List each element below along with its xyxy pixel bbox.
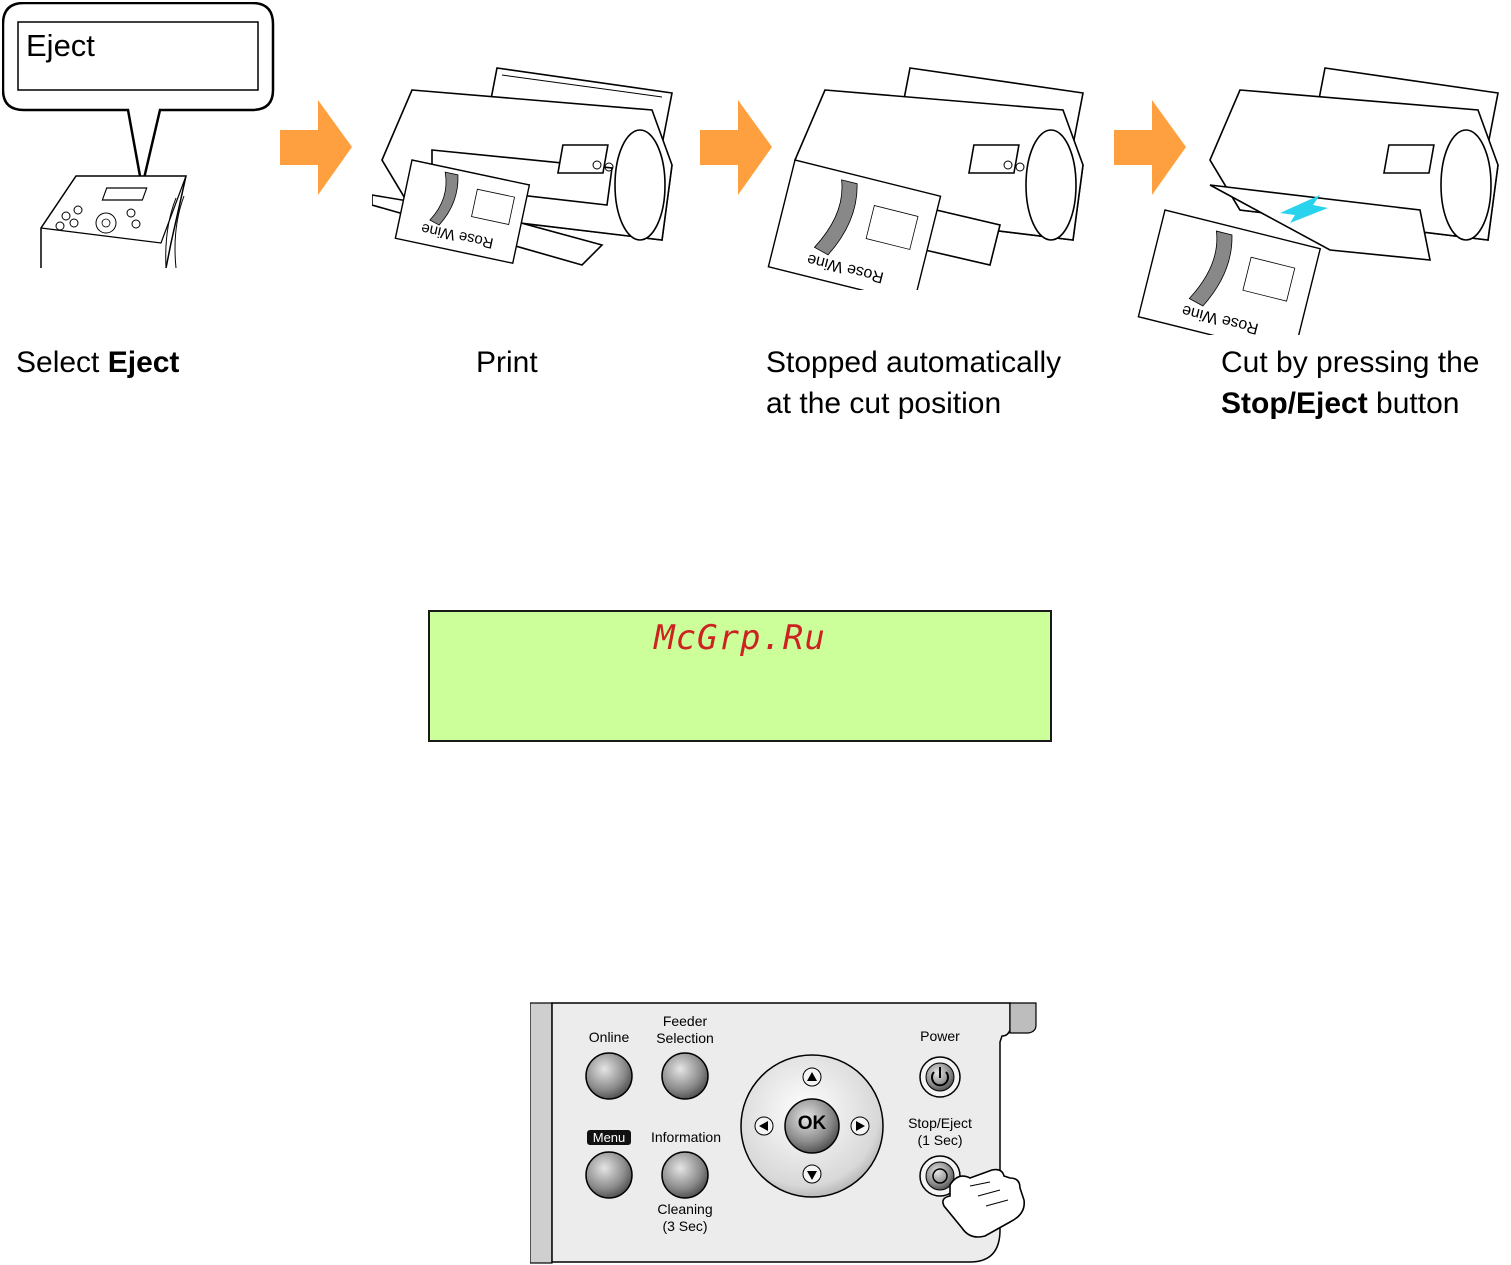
callout-text: Eject [26, 28, 95, 64]
online-label: Online [579, 1029, 639, 1046]
information-label: Information [640, 1129, 732, 1146]
stop-eject-label: Stop/Eject(1 Sec) [895, 1115, 985, 1149]
menu-button [586, 1152, 632, 1198]
watermark-box: McGrp.Ru [428, 610, 1052, 742]
menu-label-wrap: Menu [576, 1129, 642, 1147]
flow-arrow-2 [700, 100, 772, 195]
information-button [662, 1152, 708, 1198]
ok-label: OK [787, 1113, 837, 1135]
stop-eject-keyword: Stop/Eject [1221, 387, 1368, 420]
flow-arrow-1 [280, 100, 352, 195]
printer-cutting-illustration: Rose Wine [1130, 65, 1510, 335]
step-2-caption: Print [476, 342, 538, 383]
step-4-caption: Cut by pressing the Stop/Eject button [1221, 342, 1479, 424]
online-button [586, 1053, 632, 1099]
cleaning-label: Cleaning(3 Sec) [645, 1201, 725, 1235]
mini-control-panel-illustration [36, 168, 196, 273]
feeder-selection-button [662, 1053, 708, 1099]
menu-label: Menu [587, 1130, 632, 1145]
step-1-caption: Select Eject [16, 342, 179, 383]
printer-stopped-illustration: Rose Wine [765, 65, 1095, 290]
power-label: Power [900, 1028, 980, 1045]
printer-printing-illustration: Rose Wine [372, 65, 682, 270]
eject-keyword: Eject [108, 346, 180, 379]
step-3-caption: Stopped automatically at the cut positio… [766, 342, 1061, 424]
watermark-text: McGrp.Ru [430, 618, 1050, 658]
